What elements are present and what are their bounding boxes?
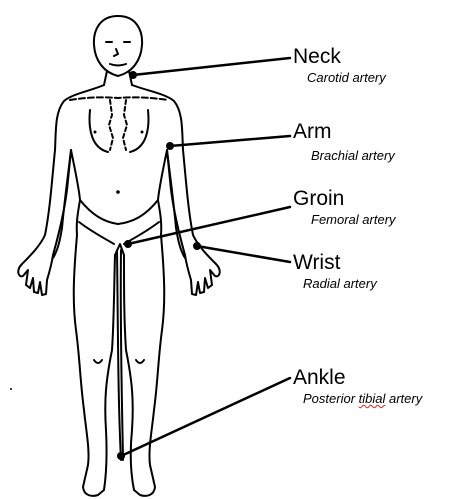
abdomen-line-left — [80, 200, 118, 224]
head-outline — [94, 16, 142, 76]
arm-site-name: Arm — [293, 121, 395, 142]
ankle-label: Ankle Posterior tibial artery — [293, 367, 422, 405]
navel — [116, 190, 120, 194]
wrist-label: Wrist Radial artery — [293, 252, 377, 290]
groin-label: Groin Femoral artery — [293, 188, 396, 226]
wrist-artery-name: Radial artery — [303, 277, 377, 290]
ankle-artery-name: Posterior tibial artery — [303, 392, 422, 405]
abdomen-line-right — [118, 200, 158, 224]
hip-line-left — [79, 222, 114, 244]
arm-label: Arm Brachial artery — [293, 121, 395, 162]
face-features — [106, 42, 130, 66]
stray-mark — [10, 388, 12, 390]
ankle-leader-line — [121, 378, 290, 456]
collarbone — [70, 97, 168, 100]
groin-artery-name: Femoral artery — [311, 213, 396, 226]
leg-inner-lines — [117, 250, 123, 460]
neck-site-name: Neck — [293, 46, 386, 67]
neck-leader-line — [133, 58, 290, 75]
ribs — [109, 100, 127, 150]
nipple-left — [94, 131, 97, 134]
chest-line-right — [130, 110, 148, 152]
ankle-artery-suffix: artery — [385, 391, 422, 406]
chest-line-left — [90, 110, 108, 152]
neck-outline — [104, 71, 132, 85]
neck-label: Neck Carotid artery — [293, 46, 386, 84]
ankle-artery-squiggle: tibial — [359, 391, 386, 406]
ankle-artery-prefix: Posterior — [303, 391, 359, 406]
ankle-site-name: Ankle — [293, 367, 422, 388]
nipple-right — [141, 131, 144, 134]
wrist-site-name: Wrist — [293, 252, 377, 273]
neck-artery-name: Carotid artery — [307, 71, 386, 84]
groin-leader-line — [128, 207, 290, 244]
groin-site-name: Groin — [293, 188, 396, 209]
arm-leader-line — [170, 136, 290, 146]
arm-artery-name: Brachial artery — [311, 149, 395, 162]
